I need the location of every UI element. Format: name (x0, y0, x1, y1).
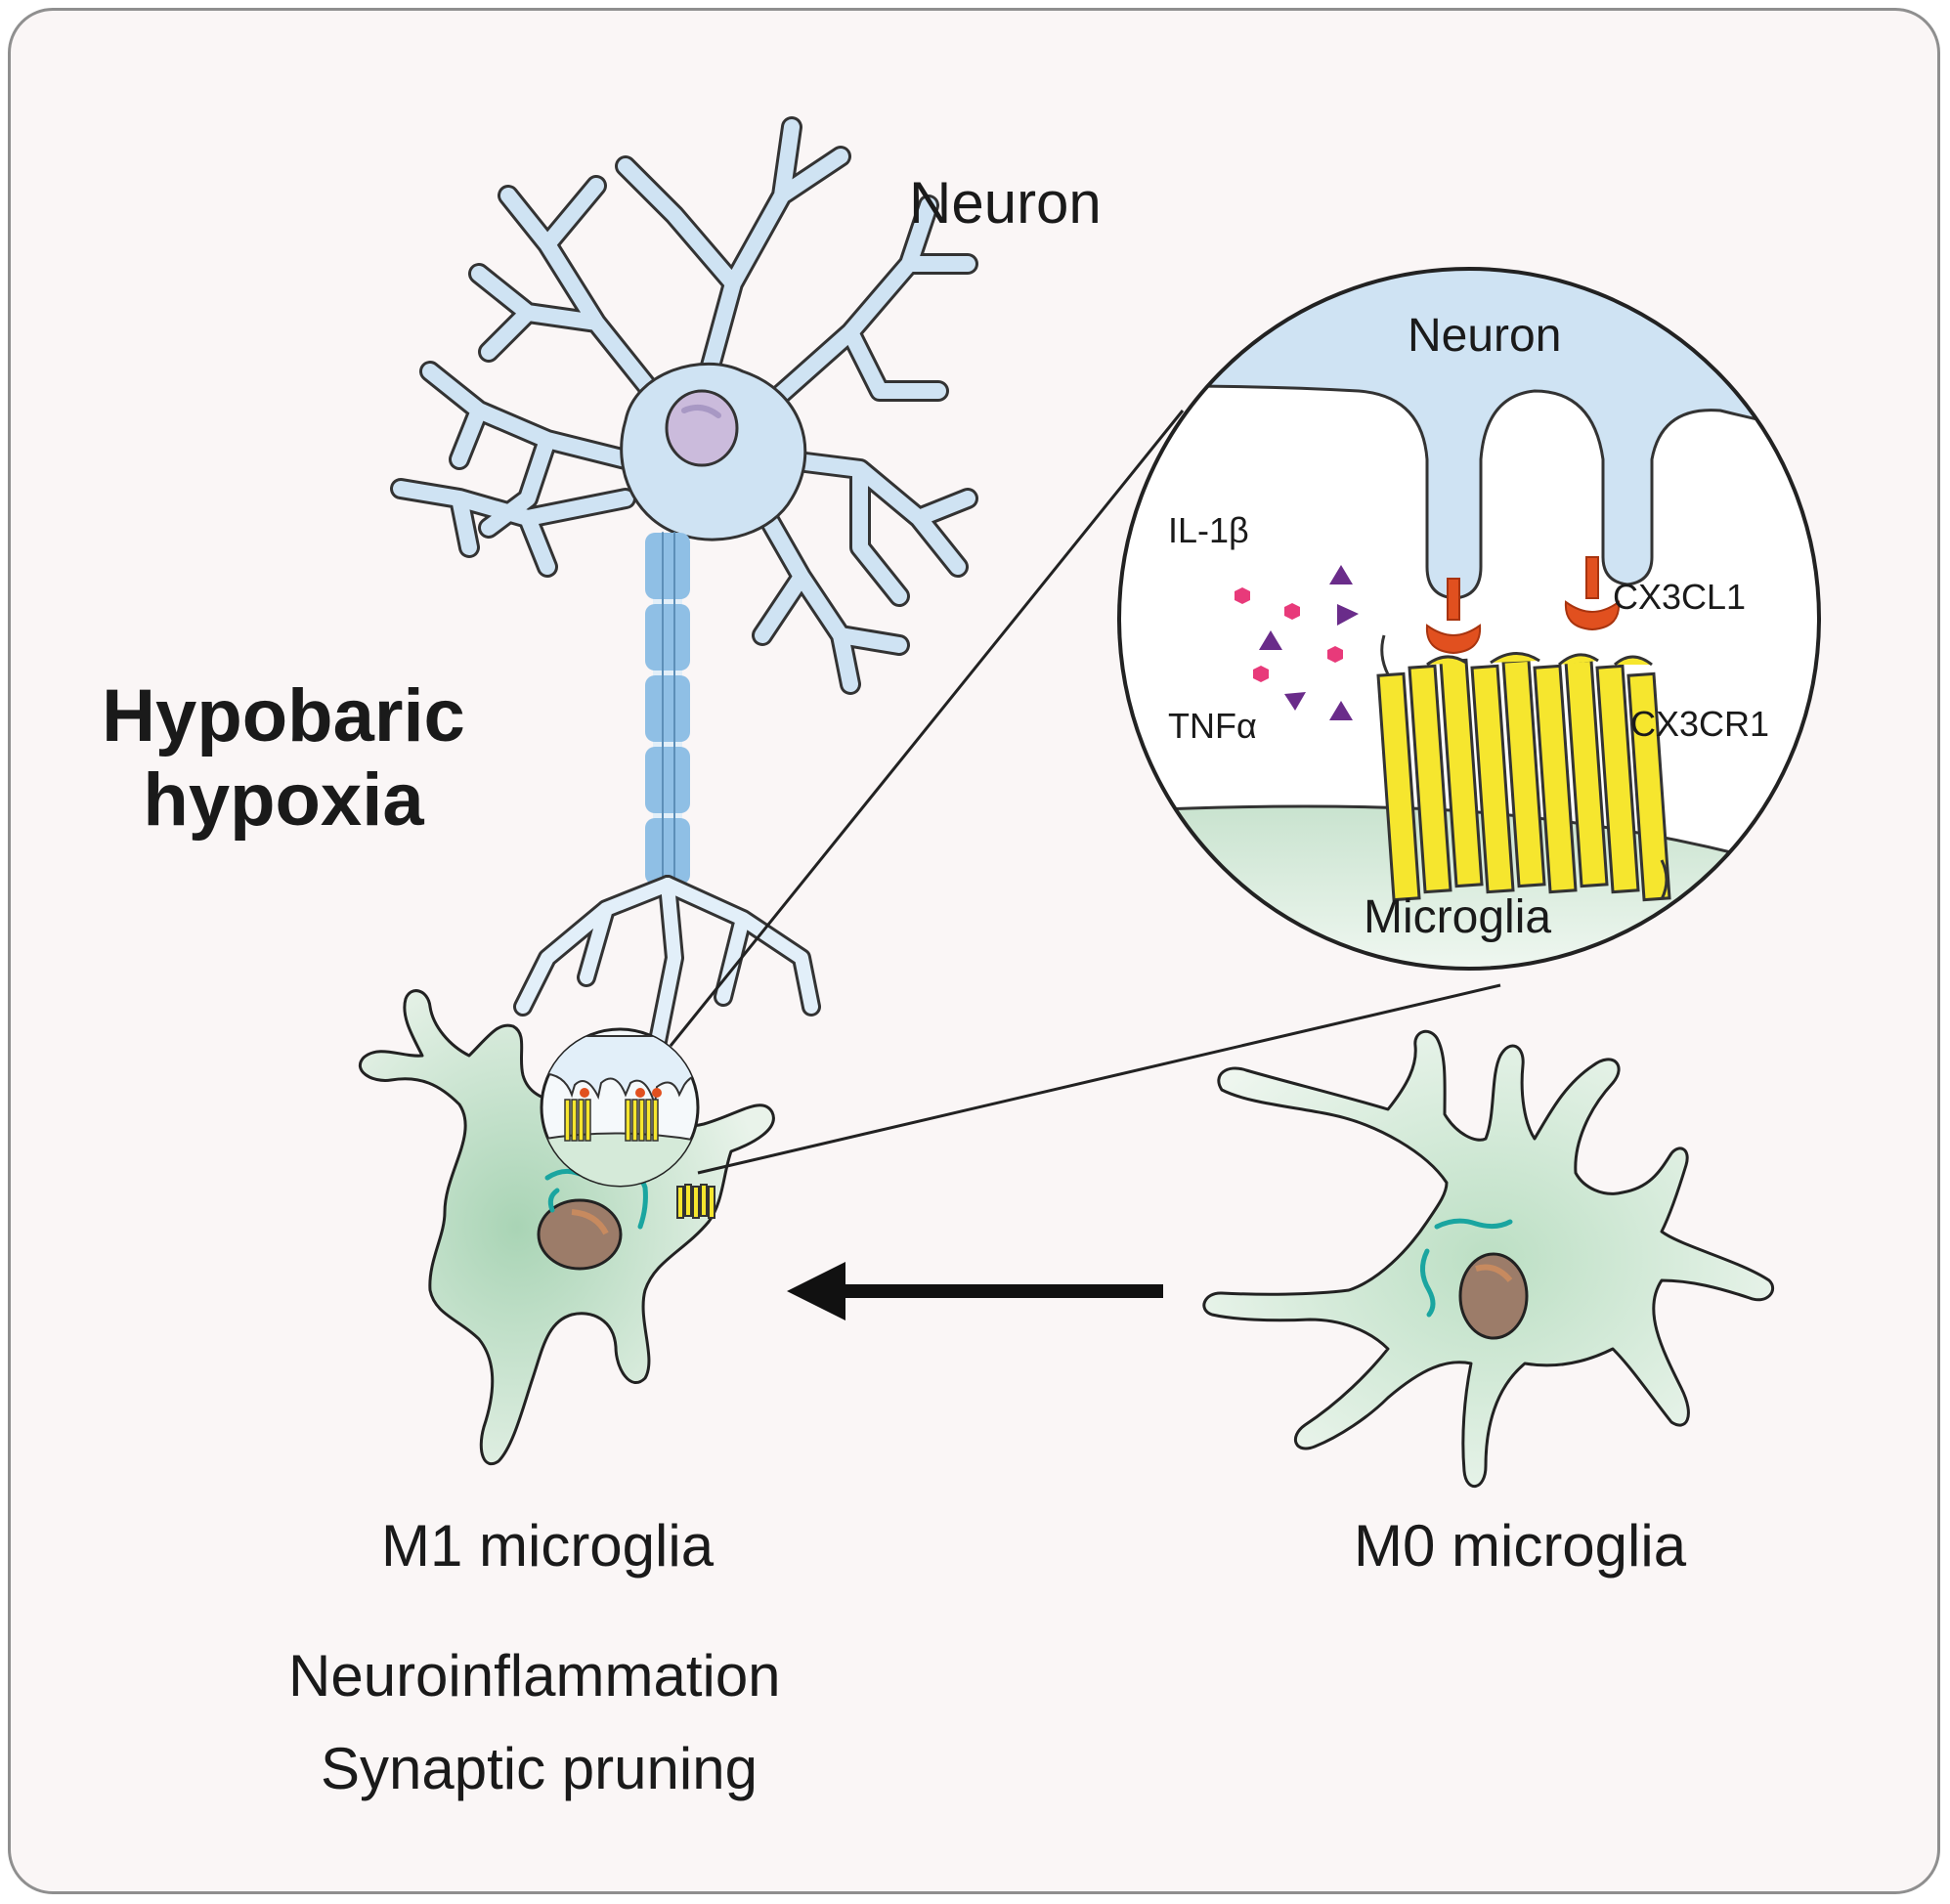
il1b-label: IL-1β (1168, 510, 1249, 550)
m1-surface-receptor (676, 1184, 715, 1219)
synapse-inset-zoom (1117, 267, 1821, 971)
neuron-dendrites (390, 116, 978, 695)
zoom-microglia-label: Microglia (1364, 891, 1552, 943)
neuron-nucleus (665, 389, 739, 467)
myelin-sheath (645, 533, 690, 885)
outcome-synaptic-pruning: Synaptic pruning (321, 1736, 758, 1801)
cx3cl1-ligand (1425, 556, 1621, 655)
axon-terminals (513, 875, 821, 1065)
tnfa-markers (1259, 565, 1359, 720)
neuron-label: Neuron (909, 170, 1102, 236)
m0-microglia-cell (1202, 1029, 1775, 1489)
title-line-2: hypoxia (143, 757, 424, 842)
il1b-markers (1235, 587, 1343, 682)
transition-arrow (787, 1262, 1163, 1320)
m0-microglia-label: M0 microglia (1354, 1513, 1687, 1579)
title-line-1: Hypobaric (102, 674, 465, 757)
m1-microglia-cell (359, 989, 775, 1465)
zoom-connector-top (669, 410, 1185, 1047)
m1-nucleus (537, 1198, 623, 1271)
cx3cl1-label: CX3CL1 (1613, 577, 1747, 617)
m0-nucleus (1458, 1252, 1529, 1340)
cx3cr1-receptor (1376, 634, 1671, 902)
neuron-cell (390, 116, 978, 1065)
zoom-neuron-label: Neuron (1408, 310, 1562, 362)
outcome-neuroinflammation: Neuroinflammation (288, 1643, 781, 1709)
tnfa-label: TNFα (1168, 706, 1257, 746)
diagram-title: Hypobaric hypoxia (54, 674, 513, 843)
cx3cr1-label: CX3CR1 (1630, 704, 1770, 744)
m1-microglia-label: M1 microglia (381, 1513, 715, 1579)
synapse-inset-small (540, 1027, 700, 1188)
zoom-neuron-membrane (1119, 269, 1819, 600)
zoom-connector-bottom (697, 983, 1501, 1175)
m0-vesicles (1420, 1218, 1513, 1318)
